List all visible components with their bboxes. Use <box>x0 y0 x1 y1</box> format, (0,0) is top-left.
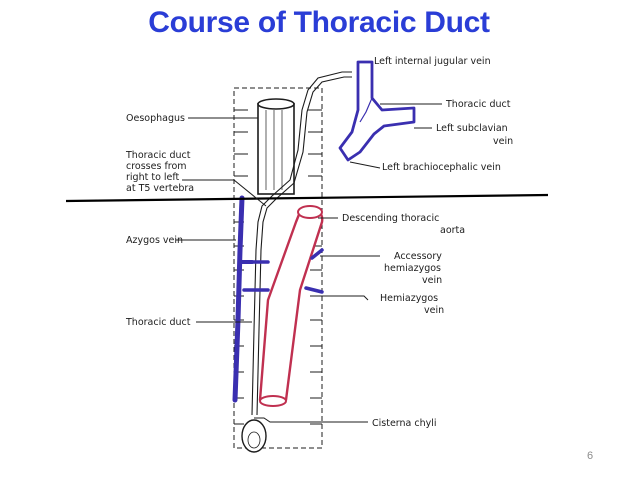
label-accessory: Accessory <box>394 251 442 262</box>
label-oesophagus: Oesophagus <box>126 113 185 124</box>
leader-lines <box>176 103 442 423</box>
oesophagus-shape <box>257 98 295 195</box>
slide-title: Course of Thoracic Duct <box>148 6 490 39</box>
label-descending-aorta-2: aorta <box>440 225 465 236</box>
label-descending-aorta: Descending thoracic <box>342 213 439 224</box>
hemiazygos-veins-shape <box>242 248 324 294</box>
neck-veins-shape <box>338 60 416 162</box>
label-left-subclavian: Left subclavian <box>436 123 508 134</box>
label-hemiazygos-vein: vein <box>424 305 444 316</box>
label-left-subclavian-vein: vein <box>493 136 513 147</box>
label-cisterna-chyli: Cisterna chyli <box>372 418 437 429</box>
divider-line <box>65 193 549 203</box>
label-left-brachiocephalic-vein: Left brachiocephalic vein <box>382 162 501 173</box>
label-accessory-vein: vein <box>422 275 442 286</box>
vertebral-column-outline <box>233 87 323 449</box>
label-hemiazygos: Hemiazygos <box>380 293 438 304</box>
thoracic-duct-shape <box>251 71 352 416</box>
label-crosses-line-3: right to left <box>126 172 180 183</box>
label-crosses-line-4: at T5 vertebra <box>126 183 194 194</box>
label-thoracic-duct-top: Thoracic duct <box>445 99 511 110</box>
page-number: 6 <box>587 450 594 462</box>
label-left-internal-jugular-vein: Left internal jugular vein <box>374 56 491 67</box>
label-azygos-vein: Azygos vein <box>126 235 183 246</box>
label-thoracic-duct-bottom: Thoracic duct <box>125 317 191 328</box>
label-accessory-hemiazygos: hemiazygos <box>384 263 441 274</box>
azygos-vein-shape <box>232 195 254 403</box>
label-crosses-line-1: Thoracic duct <box>125 150 191 161</box>
cisterna-chyli-shape <box>241 419 267 453</box>
label-crosses-line-2: crosses from <box>126 161 187 172</box>
descending-aorta-shape <box>258 205 324 407</box>
